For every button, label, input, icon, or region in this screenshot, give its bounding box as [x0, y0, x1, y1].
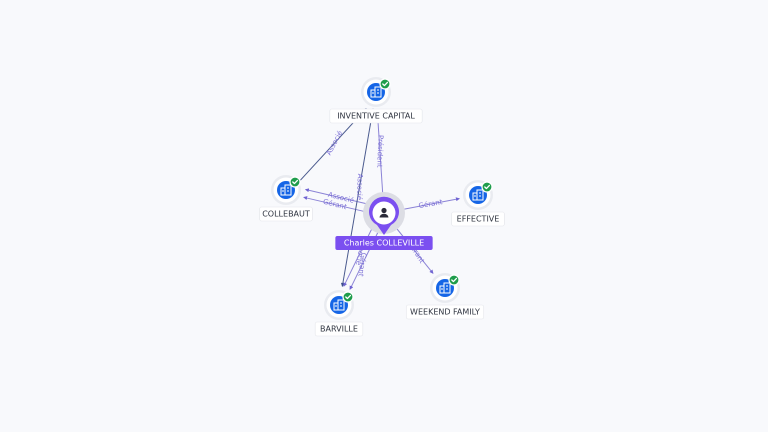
building-icon — [280, 184, 292, 196]
edge-line — [401, 197, 460, 211]
edge-label: Gérant — [356, 252, 367, 277]
building-icon — [370, 86, 382, 98]
building-icon — [472, 189, 484, 201]
edge-e1: Président — [375, 110, 384, 196]
node-label-bg — [329, 108, 423, 124]
edge-e9: Gérant — [395, 226, 434, 274]
company-node-barville[interactable]: BARVILLE — [314, 290, 364, 337]
node-label-bg — [451, 211, 505, 227]
check-icon — [481, 181, 493, 193]
edge-label: Associé — [325, 129, 344, 156]
person-node[interactable]: Charles COLLEVILLE — [335, 192, 433, 250]
check-icon — [342, 291, 354, 303]
node-label-bg — [314, 321, 364, 337]
edge-e5: Gérant — [401, 197, 460, 211]
company-label: INVENTIVE CAPITAL — [337, 112, 415, 121]
person-icon — [379, 207, 389, 218]
company-label: WEEKEND FAMILY — [410, 308, 480, 317]
company-node-weekend-family[interactable]: WEEKEND FAMILY — [405, 273, 485, 320]
check-icon — [289, 176, 301, 188]
company-label: COLLEBAUT — [262, 210, 310, 219]
building-icon — [439, 282, 451, 294]
edge-label: Gérant — [418, 198, 443, 210]
company-node-collebaut[interactable]: COLLEBAUT — [259, 175, 313, 222]
person-label-bg — [335, 236, 433, 250]
edge-line — [375, 110, 384, 196]
check-icon — [448, 274, 460, 286]
person-label: Charles COLLEVILLE — [344, 239, 424, 248]
edge-label: Président — [375, 135, 384, 168]
check-icon — [379, 78, 391, 90]
company-label: EFFECTIVE — [457, 215, 500, 224]
company-node-inventive-capital[interactable]: INVENTIVE CAPITAL — [329, 77, 423, 124]
edge-line — [395, 226, 434, 274]
company-node-effective[interactable]: EFFECTIVE — [451, 180, 505, 227]
company-label: BARVILLE — [320, 325, 358, 334]
edge-e6: Associé — [340, 108, 374, 287]
edge-label: Associé — [355, 174, 364, 201]
node-label-bg — [259, 206, 313, 222]
building-icon — [333, 299, 345, 311]
nodes-layer: INVENTIVE CAPITAL COLLEBAUT EFFECTIVE BARVI… — [259, 77, 505, 337]
edge-line — [340, 108, 374, 287]
node-label-bg — [405, 304, 485, 320]
